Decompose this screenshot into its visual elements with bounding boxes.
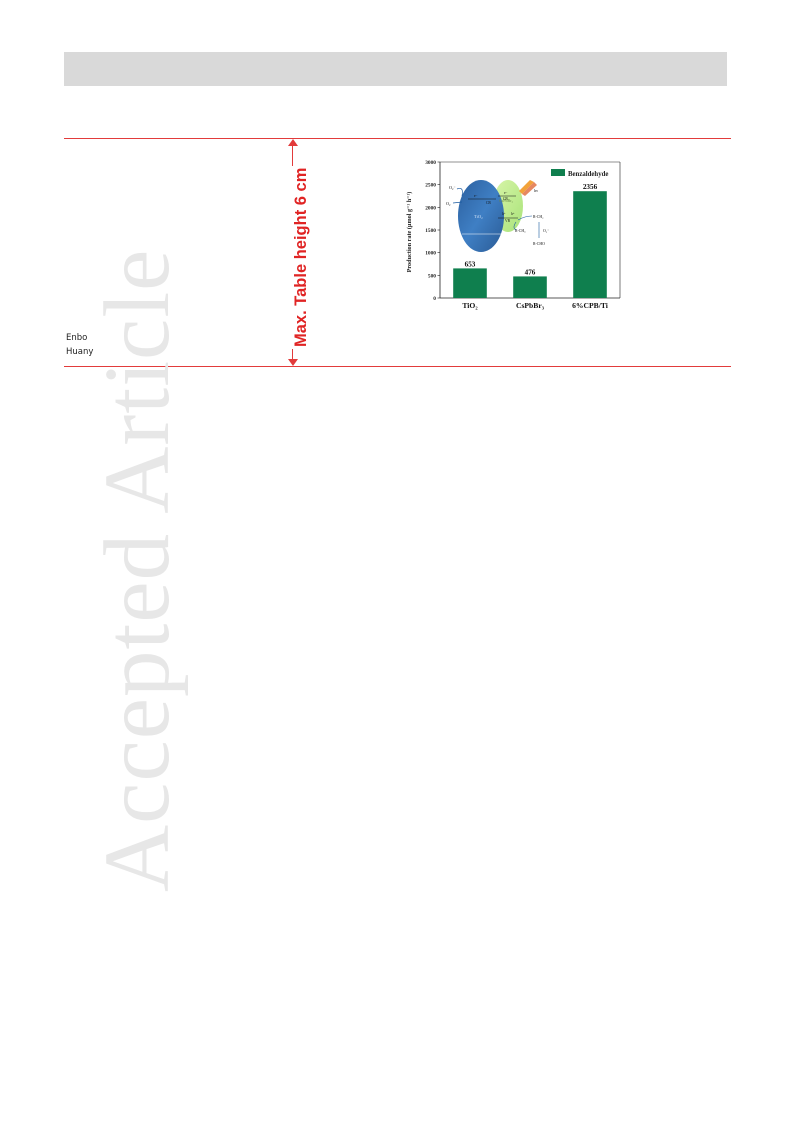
y-tick-label: 2000 xyxy=(425,205,436,211)
hv-label: hν xyxy=(534,188,538,193)
legend-swatch xyxy=(551,169,565,176)
watermark-text: Accepted Article xyxy=(86,248,189,892)
hole-right: h⁺ xyxy=(511,212,515,216)
bar xyxy=(573,191,607,298)
x-tick-labels: TiO₂ CsPbBr₃ 6%CPB/Ti xyxy=(462,301,607,310)
o2-minus-left: O₂⁻ xyxy=(449,185,456,190)
author-line-2: Huany xyxy=(66,347,94,357)
r-ch2-arrow xyxy=(517,215,533,221)
cb-right: CB xyxy=(503,197,508,201)
bar-value-label: 653 xyxy=(465,260,476,268)
table-bottom-rule xyxy=(64,366,731,367)
vb-right: VB xyxy=(505,219,511,223)
y-tick-label: 3000 xyxy=(425,160,436,166)
y-tick-label: 1500 xyxy=(425,228,436,234)
r-cho-label: R-CHO xyxy=(533,242,545,246)
r-ch2-label: R-CH₂ xyxy=(533,215,544,219)
cspbbr3-label: CsPbBr₃ xyxy=(499,198,513,203)
mechanism-schematic: TiO₂ CsPbBr₃ O₂⁻ O₂ e⁻ CB e⁻ CB hν h⁺ h⁺… xyxy=(446,180,549,252)
r-ch3-arrow xyxy=(513,221,517,231)
accepted-article-watermark: Accepted Article xyxy=(0,0,189,892)
x-tick-label: TiO₂ xyxy=(462,301,478,310)
y-tick-label: 2500 xyxy=(425,183,436,189)
x-tick-label: CsPbBr₃ xyxy=(516,301,545,310)
electron-right: e⁻ xyxy=(504,191,508,195)
legend: Benzaldehyde xyxy=(551,169,608,178)
header-bar xyxy=(64,52,727,86)
light-beam-icon-2 xyxy=(522,182,537,196)
o2-curve-arrow xyxy=(456,187,463,197)
y-tick-label: 0 xyxy=(433,296,436,302)
r-ch3-label: R-CH₃ xyxy=(515,229,526,233)
tio2-label: TiO₂ xyxy=(474,214,483,219)
table-top-rule xyxy=(64,138,731,139)
y-tick-label: 500 xyxy=(428,273,436,279)
arrow-down-icon xyxy=(288,359,298,366)
bar-value-labels: 653 476 2356 xyxy=(465,183,598,276)
height-marker-label: Max. Table height 6 cm xyxy=(292,165,311,349)
o2-minus-right: O₂⁻ xyxy=(543,229,549,233)
legend-label: Benzaldehyde xyxy=(568,171,608,178)
author-line-1: Enbo xyxy=(66,333,88,343)
bar-chart: 0 500 1000 1500 2000 2500 3000 653 476 2356 TiO₂… xyxy=(406,160,621,310)
arrow-up-icon xyxy=(288,139,298,146)
x-tick-label: 6%CPB/Ti xyxy=(572,301,608,310)
bars xyxy=(453,191,607,298)
y-axis-label: Production rate (µmol g⁻¹ h⁻¹) xyxy=(406,192,413,273)
o2-left: O₂ xyxy=(446,201,451,206)
bar-value-label: 476 xyxy=(525,268,536,276)
light-beam-icon xyxy=(519,180,534,194)
cb-left: CB xyxy=(486,201,491,205)
electron-left: e⁻ xyxy=(474,194,478,198)
o2-left-arrow xyxy=(452,201,463,204)
hole-left: h⁺ xyxy=(502,212,506,216)
author-fragment: Enbo Huany xyxy=(66,331,93,359)
graphical-abstract-figure: 0 500 1000 1500 2000 2500 3000 653 476 2356 TiO₂… xyxy=(398,158,622,318)
y-ticks: 0 500 1000 1500 2000 2500 3000 xyxy=(425,160,440,302)
bar xyxy=(453,268,487,298)
bar xyxy=(513,276,547,298)
y-tick-label: 1000 xyxy=(425,251,436,257)
bar-value-label: 2356 xyxy=(583,183,598,191)
